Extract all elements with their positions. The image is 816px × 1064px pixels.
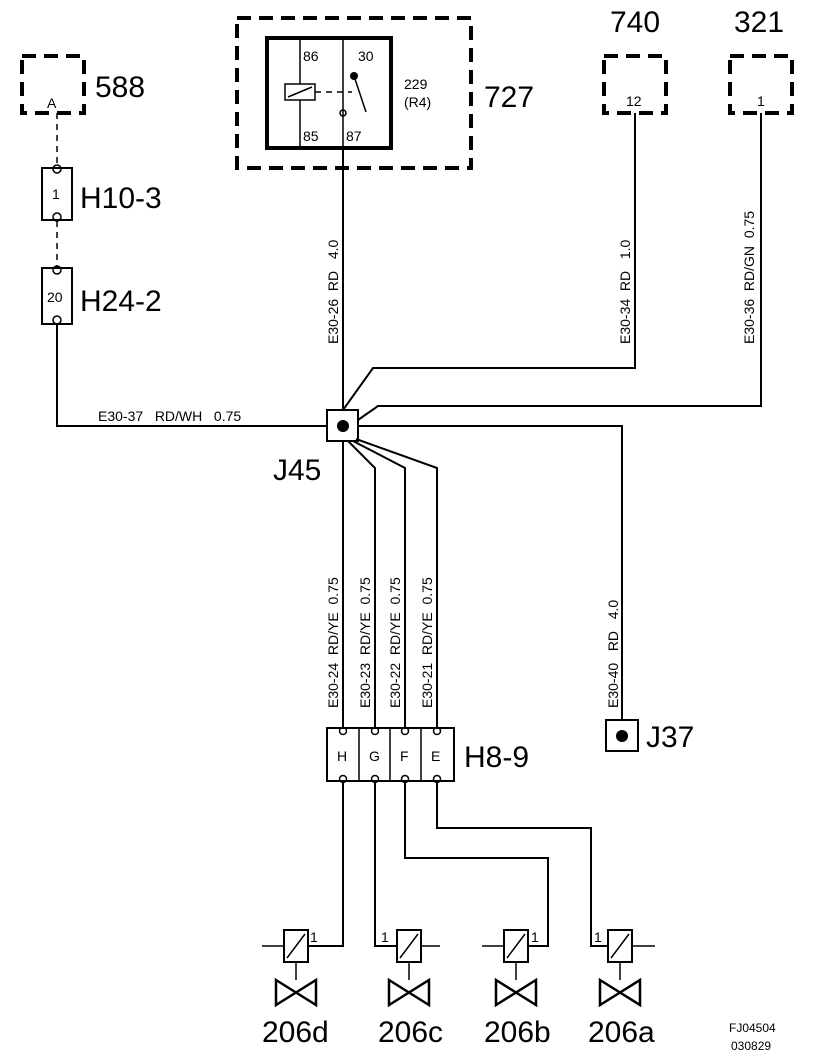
valve-206b: 1 206b — [482, 929, 551, 1049]
component-321-pin: 1 — [757, 93, 765, 109]
valve-206d: 1 206d — [262, 929, 329, 1049]
connector-h10-3-label: H10-3 — [80, 182, 162, 215]
valve-206b-pin: 1 — [531, 929, 539, 945]
connector-h24-2-pin: 20 — [47, 289, 63, 305]
splice-j45: J45 — [273, 409, 359, 487]
connector-h10-3: 1 H10-3 — [41, 164, 162, 222]
wire-e30-34-label: E30-34 RD 1.0 — [617, 240, 633, 344]
valve-206b-label: 206b — [484, 1016, 551, 1049]
wire-e30-37-label: E30-37 RD/WH 0.75 — [98, 408, 241, 424]
splice-j45-label: J45 — [273, 454, 321, 487]
component-321: 321 1 — [728, 6, 794, 115]
valve-206a-label: 206a — [588, 1016, 655, 1049]
component-321-label: 321 — [734, 6, 784, 39]
wire-e30-36-label: E30-36 RD/GN 0.75 — [741, 211, 757, 344]
wire-e30-22-label: E30-22 RD/YE 0.75 — [387, 577, 403, 708]
component-727: 86 30 85 87 229 (R4) 727 — [235, 16, 534, 170]
component-588-label: 588 — [95, 71, 145, 104]
wire-e30-23-label: E30-23 RD/YE 0.75 — [357, 577, 373, 708]
valve-206a-pin: 1 — [594, 929, 602, 945]
connector-h24-2: 20 H24-2 — [41, 265, 162, 325]
h8-9-pin-f: F — [400, 748, 409, 764]
connector-h8-9: H G F E H8-9 — [326, 726, 529, 784]
wire-e30-24-label: E30-24 RD/YE 0.75 — [325, 577, 341, 708]
figure-date: 030829 — [731, 1039, 771, 1053]
wire-e30-40-label: E30-40 RD 4.0 — [605, 600, 621, 708]
relay-ref: (R4) — [404, 94, 431, 110]
component-727-label: 727 — [484, 81, 534, 114]
wire-e30-21-label: E30-21 RD/YE 0.75 — [419, 577, 435, 708]
wire-e30-26-label: E30-26 RD 4.0 — [325, 240, 341, 344]
relay-pin-85: 85 — [303, 128, 319, 144]
h8-9-pin-h: H — [337, 748, 347, 764]
h8-9-pin-g: G — [369, 748, 380, 764]
connector-h24-2-label: H24-2 — [80, 285, 162, 318]
valve-206d-label: 206d — [262, 1016, 329, 1049]
component-740-pin: 12 — [626, 93, 642, 109]
valve-206a: 1 206a — [588, 929, 655, 1049]
valve-206d-pin: 1 — [310, 929, 318, 945]
component-740: 740 12 — [602, 6, 668, 115]
h8-9-pin-e: E — [431, 748, 440, 764]
relay-pin-30: 30 — [358, 48, 374, 64]
valve-206c-label: 206c — [378, 1016, 443, 1049]
connector-h10-3-pin: 1 — [52, 186, 60, 202]
component-740-label: 740 — [610, 6, 660, 39]
splice-j37: J37 — [605, 719, 694, 754]
splice-j37-label: J37 — [646, 721, 694, 754]
relay-number: 229 — [404, 76, 428, 92]
relay-pin-87: 87 — [346, 128, 362, 144]
valve-206c: 1 206c — [378, 929, 443, 1049]
connector-h8-9-label: H8-9 — [464, 741, 529, 774]
valve-206c-pin: 1 — [381, 929, 389, 945]
component-588: 588 A — [20, 54, 145, 115]
figure-code: FJ04504 — [729, 1021, 776, 1035]
component-588-pin: A — [47, 95, 57, 111]
relay-pin-86: 86 — [303, 48, 319, 64]
